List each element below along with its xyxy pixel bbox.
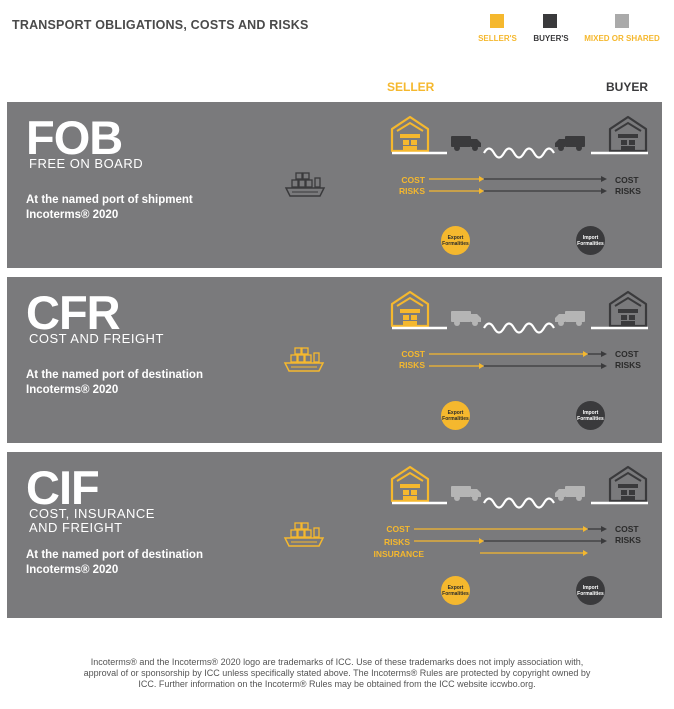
cif-seller-risks-label: RISKS	[384, 537, 410, 547]
fob-seller-warehouse-icon	[390, 115, 430, 153]
buyer-column-header: BUYER	[606, 80, 649, 94]
cif-seller-warehouse-icon	[390, 465, 430, 503]
fob-buyer-risks-label: RISKS	[615, 186, 641, 196]
fob-import-truck-icon	[555, 136, 585, 151]
cfr-export-truck-icon	[451, 311, 481, 326]
cfr-ship-icon	[284, 347, 324, 372]
fob-export-truck-icon	[451, 136, 481, 151]
cfr-buyer-cost-label: COST	[615, 349, 639, 359]
fob-buyer-warehouse-icon	[608, 115, 648, 153]
cfr-code: CFR	[26, 286, 121, 339]
seller-column-header: SELLER	[387, 80, 435, 94]
cif-panel	[7, 452, 662, 618]
legend-swatch-seller	[490, 14, 504, 28]
fob-sea-wave	[483, 147, 555, 159]
cfr-buyer-warehouse-icon	[608, 290, 648, 328]
legend-label-shared: MIXED OR SHARED	[584, 34, 660, 43]
cif-export-formalities-badge: Export Formalities	[441, 576, 470, 605]
footer-notice: Incoterms® and the Incoterms® 2020 logo …	[83, 657, 591, 689]
cfr-sea-wave	[483, 322, 555, 334]
cfr-subtitle: COST AND FREIGHT	[29, 331, 164, 346]
cif-seller-cost-label: COST	[386, 524, 410, 534]
cif-import-truck-icon	[555, 486, 585, 501]
legend-swatch-buyer	[543, 14, 557, 28]
cfr-seller-warehouse-icon	[390, 290, 430, 328]
cif-import-formalities-badge: Import Formalities	[576, 576, 605, 605]
fob-export-formalities-badge: Export Formalities	[441, 226, 470, 255]
fob-place: At the named port of shipment Incoterms®…	[26, 194, 193, 221]
cfr-seller-risks-label: RISKS	[399, 360, 425, 370]
cfr-import-formalities-badge: Import Formalities	[576, 401, 605, 430]
fob-import-formalities-badge: Import Formalities	[576, 226, 605, 255]
cfr-buyer-risks-label: RISKS	[615, 360, 641, 370]
cif-code: CIF	[26, 461, 100, 514]
cif-place: At the named port of destination Incoter…	[26, 549, 203, 576]
cfr-export-formalities-badge: Export Formalities	[441, 401, 470, 430]
cif-buyer-cost-label: COST	[615, 524, 639, 534]
cfr-seller-cost-label: COST	[401, 349, 425, 359]
fob-seller-risks-label: RISKS	[399, 186, 425, 196]
cif-buyer-risks-label: RISKS	[615, 535, 641, 545]
page-title: TRANSPORT OBLIGATIONS, COSTS AND RISKS	[12, 18, 309, 32]
legend-swatch-shared	[615, 14, 629, 28]
fob-buyer-cost-label: COST	[615, 175, 639, 185]
cfr-import-truck-icon	[555, 311, 585, 326]
legend-label-seller: SELLER'S	[478, 34, 517, 43]
fob-panel	[7, 102, 662, 268]
cfr-place: At the named port of destination Incoter…	[26, 369, 203, 396]
cif-subtitle: COST, INSURANCE AND FREIGHT	[29, 506, 155, 535]
fob-subtitle: FREE ON BOARD	[29, 156, 144, 171]
cif-ship-icon	[284, 522, 324, 547]
fob-code: FOB	[26, 111, 123, 164]
fob-ship-icon	[285, 172, 325, 197]
cif-export-truck-icon	[451, 486, 481, 501]
cif-seller-insurance-label: INSURANCE	[373, 549, 424, 559]
legend-label-buyer: BUYER'S	[533, 34, 569, 43]
cif-sea-wave	[483, 497, 555, 509]
fob-seller-cost-label: COST	[401, 175, 425, 185]
cfr-panel	[7, 277, 662, 443]
cif-buyer-warehouse-icon	[608, 465, 648, 503]
